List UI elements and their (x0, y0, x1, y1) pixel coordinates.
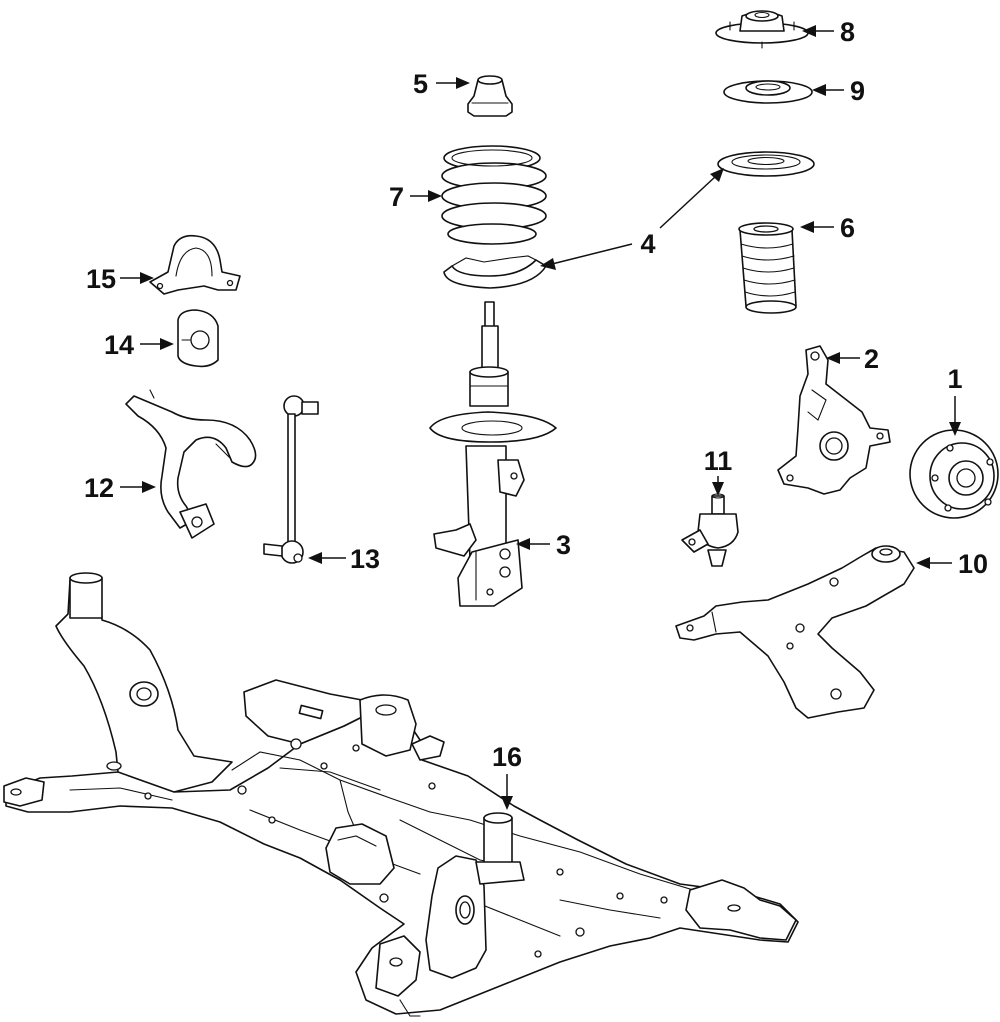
callout-9: 9 (850, 76, 865, 106)
strut-assembly-3 (429, 301, 557, 607)
bump-stop-5 (467, 75, 513, 117)
stabilizer-link-13 (263, 395, 319, 564)
ball-joint-11 (681, 493, 739, 567)
stabilizer-bushing-14 (177, 309, 219, 368)
callout-6: 6 (840, 213, 855, 243)
upper-seat-9 (723, 80, 813, 104)
steering-knuckle-2 (777, 345, 891, 495)
subframe-16 (3, 572, 799, 1017)
callout-10: 10 (958, 549, 988, 579)
lower-control-arm-10 (675, 545, 915, 719)
callout-labels: 1 2 3 4 5 6 7 8 9 10 11 12 13 14 15 16 (84, 17, 988, 772)
callout-3: 3 (556, 530, 571, 560)
leaders (120, 25, 961, 810)
callout-8: 8 (840, 17, 855, 47)
callout-12: 12 (84, 473, 114, 503)
callout-16: 16 (492, 742, 522, 772)
callout-15: 15 (86, 264, 116, 294)
callout-4: 4 (640, 229, 655, 259)
coil-spring-7 (441, 145, 547, 245)
callout-5: 5 (413, 69, 428, 99)
callout-14: 14 (104, 330, 134, 360)
bearing-4-upper (717, 151, 815, 177)
stabilizer-bracket-15 (149, 234, 241, 295)
spring-seat-4-lower (443, 255, 547, 289)
callout-13: 13 (350, 544, 380, 574)
stabilizer-bar-12 (125, 389, 257, 539)
callout-11: 11 (704, 446, 733, 476)
callout-1: 1 (947, 364, 962, 394)
callout-7: 7 (389, 182, 404, 212)
strut-mount-8 (715, 10, 809, 49)
dust-boot-6 (738, 222, 797, 314)
callout-2: 2 (864, 344, 879, 374)
hub-bearing-1 (909, 429, 999, 519)
